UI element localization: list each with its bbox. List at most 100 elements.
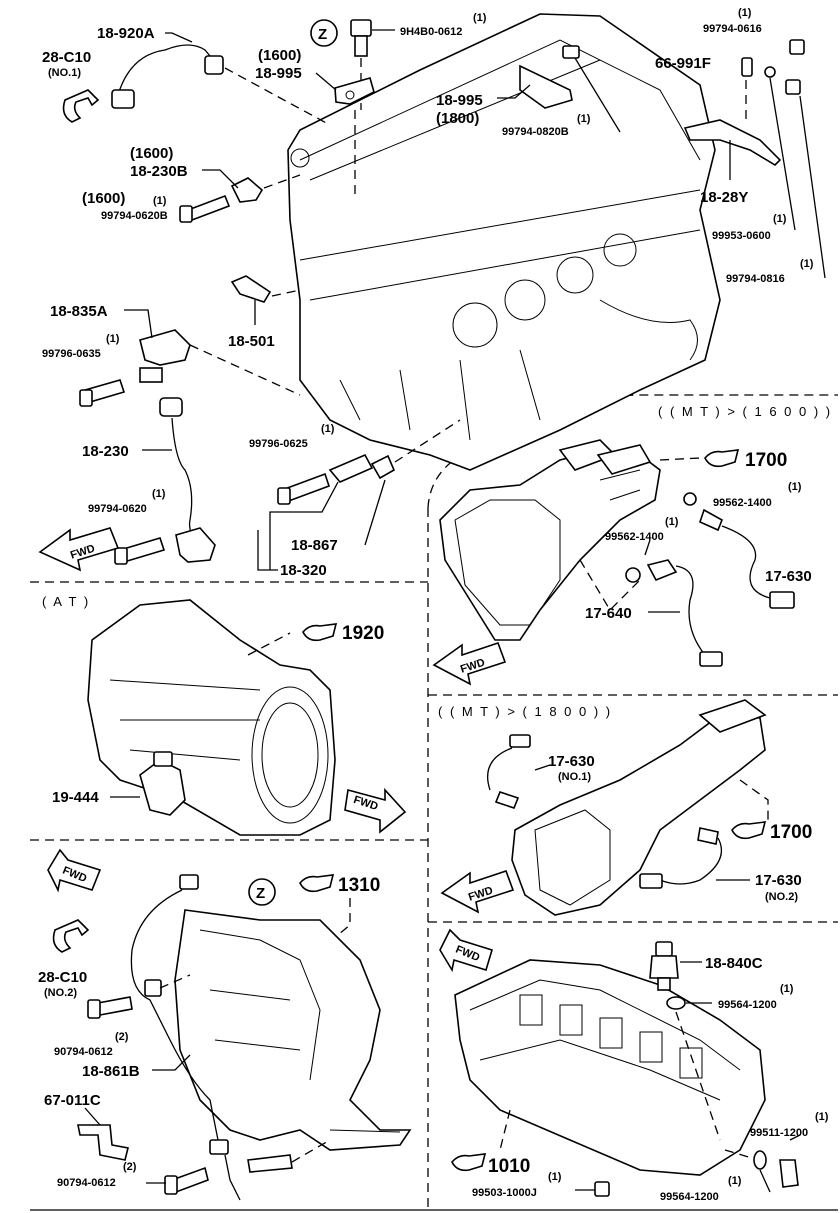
label-99794-0616: 99794-0616 — [703, 23, 762, 35]
marker-z-top: Z — [310, 19, 338, 47]
sensor-18-501 — [230, 275, 301, 325]
ref-1700-mt1800: 1700 — [731, 821, 812, 843]
label-1700-a: 1700 — [745, 450, 787, 471]
label-67-011c: 67-011C — [44, 1092, 101, 1109]
label-18-320: 18-320 — [280, 562, 327, 579]
label-17-640: 17-640 — [585, 605, 632, 622]
label-18-861b: 18-861B — [82, 1063, 140, 1080]
ref-1010: 1010 — [451, 1109, 530, 1177]
leader-18-230b — [202, 169, 239, 189]
fwd-arrow-head: FWD — [439, 928, 493, 973]
label-18-501: 18-501 — [228, 333, 275, 350]
qty-90794-0612-b: (2) — [123, 1161, 137, 1173]
qty-9h4b0: (1) — [473, 12, 487, 24]
bracket-18-995-1600 — [334, 77, 375, 200]
label-28-c10-b: 28-C10 — [38, 969, 87, 986]
fwd-arrow-1: FWD — [38, 527, 120, 572]
section-title-mt1800: ( ( M T ) > ( 1 8 0 0 ) ) — [438, 704, 612, 719]
bracket-18-995-1800 — [519, 45, 621, 133]
clip-28-c10-no1 — [62, 89, 100, 123]
label-99562-1400-a: 99562-1400 — [713, 497, 772, 509]
qty-99562-1400-b: (1) — [665, 516, 679, 528]
qty-90794-0612-a: (2) — [115, 1031, 129, 1043]
sensor-18-230 — [114, 397, 216, 565]
sensor-17-630-no1 — [486, 734, 551, 809]
label-17-630-no1-tag: (NO.1) — [558, 771, 591, 783]
sensor-19-444 — [110, 751, 186, 816]
marker-z-bottom: Z — [248, 878, 276, 906]
transmission-at — [87, 599, 336, 836]
qty-99796-0625: (1) — [321, 423, 335, 435]
qty-99796-0635: (1) — [106, 333, 120, 345]
label-17-630-no2: 17-630 — [755, 872, 802, 889]
label-18-230b-variant: (1600) — [130, 145, 173, 162]
qty-99564-1200-b: (1) — [728, 1175, 742, 1187]
leader-18-920a — [165, 32, 193, 43]
qty-99564-1200-a: (1) — [780, 983, 794, 995]
bracket-18-835a — [79, 329, 301, 407]
label-9h4b0-0612: 9H4B0-0612 — [400, 26, 462, 38]
label-28-c10-no2: (NO.2) — [44, 987, 77, 999]
ref-1920: 1920 — [302, 623, 384, 644]
label-18-995-1800-variant: (1800) — [436, 110, 479, 127]
plug-99511-1200 — [724, 1134, 801, 1193]
qty-99953-0600: (1) — [773, 213, 787, 225]
clip-28-c10-no2 — [52, 919, 90, 953]
label-99794-0816: 99794-0816 — [726, 273, 785, 285]
sensor-18-230b — [179, 174, 301, 223]
qty-99503-1000j: (1) — [548, 1171, 562, 1183]
label-1920: 1920 — [342, 623, 384, 644]
label-18-835a: 18-835A — [50, 303, 108, 320]
bolt-90794-0612-a — [87, 996, 133, 1019]
transmission-mt1600 — [439, 439, 701, 641]
label-99794-0620: 99794-0620 — [88, 503, 147, 515]
bracket-18-28y — [683, 39, 826, 279]
label-99564-1200-b: 99564-1200 — [660, 1191, 719, 1203]
leader-18-861b — [152, 1054, 191, 1071]
label-66-991f: 66-991F — [655, 55, 711, 72]
label-90794-0612-a: 90794-0612 — [54, 1046, 113, 1058]
engine-block — [287, 13, 721, 471]
label-99796-0635: 99796-0635 — [42, 348, 101, 360]
label-17-630-no2-tag: (NO.2) — [765, 891, 798, 903]
label-18-230: 18-230 — [82, 443, 129, 460]
label-99794-0820b: 99794-0820B — [502, 126, 569, 138]
leader-18-995-b — [497, 84, 531, 99]
sensor-17-640 — [625, 539, 723, 667]
section-title-at: ( A T ) — [42, 594, 90, 609]
label-99562-1400-b: 99562-1400 — [605, 531, 664, 543]
marker-z-bottom-text: Z — [256, 885, 265, 902]
ref-1700-mt1600: 1700 — [704, 449, 787, 471]
leader-18-320 — [257, 530, 278, 571]
leader-18-995-a — [315, 72, 337, 91]
part-18-867 — [269, 419, 461, 570]
cylinder-head — [454, 959, 766, 1176]
section-title-mt1600: ( ( M T ) > ( 1 6 0 0 ) ) — [658, 404, 832, 419]
label-28-c10-no1: (NO.1) — [48, 67, 81, 79]
label-1700-b: 1700 — [770, 822, 812, 843]
label-17-630-a: 17-630 — [765, 568, 812, 585]
label-99511-1200: 99511-1200 — [750, 1127, 808, 1139]
intake-manifold — [174, 909, 412, 1151]
label-99794-0620b: 99794-0620B — [101, 210, 168, 222]
label-99794-0620b-variant: (1600) — [82, 190, 125, 207]
fwd-arrow-at: FWD — [344, 787, 407, 834]
label-18-920a: 18-920A — [97, 25, 155, 42]
qty-99511-1200: (1) — [815, 1111, 829, 1123]
bolt-90794-0612-b — [146, 1166, 209, 1195]
qty-99794-0620b: (1) — [153, 195, 167, 207]
qty-99562-1400-a: (1) — [788, 481, 802, 493]
qty-99794-0816: (1) — [800, 258, 814, 270]
label-18-995-1600-variant: (1600) — [258, 47, 301, 64]
fwd-arrow-mt1800: FWD — [440, 869, 515, 914]
sensor-18-840c — [649, 941, 721, 1141]
label-99564-1200-a: 99564-1200 — [718, 999, 777, 1011]
label-99953-0600: 99953-0600 — [712, 230, 771, 242]
bracket-67-011c — [77, 1107, 129, 1161]
label-99796-0625: 99796-0625 — [249, 438, 308, 450]
plug-99503-1000j — [575, 1181, 610, 1197]
label-18-28y: 18-28Y — [700, 189, 748, 206]
qty-99794-0820b: (1) — [577, 113, 591, 125]
qty-99794-0616: (1) — [738, 7, 752, 19]
